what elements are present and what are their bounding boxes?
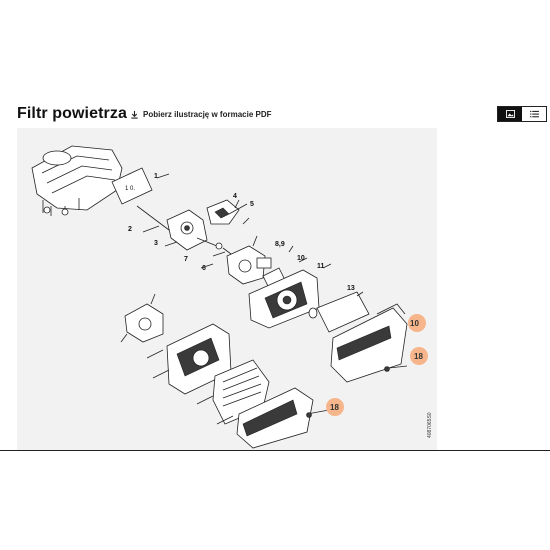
engine-block-drawing [31,145,123,216]
exploded-view-drawing: 1 0. [31,145,433,449]
page-header: Filtr powietrza Pobierz ilustrację w for… [0,100,550,130]
drawing-code: 4087065S0 [427,412,433,438]
list-icon [529,110,539,118]
filter-base-drawing [248,269,320,329]
hotspot-18-upper[interactable]: 18 [410,347,428,365]
screw-drawing [228,203,248,215]
carburetor-upper-drawing [222,235,272,285]
image-icon [505,110,515,118]
view-toggle [497,106,547,122]
gasket-drawing: 1 0. [111,167,153,205]
part-label-7: 7 [184,256,188,263]
part-label-1: 1 [154,173,158,180]
filter-cover-upper-drawing [330,303,408,383]
part-label-2: 2 [128,226,132,233]
clamp-drawing [206,199,240,225]
download-icon [131,110,138,119]
small-screw-drawing [196,237,218,247]
part-label-10: 10 [297,255,305,262]
part-label-13: 13 [347,285,355,292]
page-title: Filtr powietrza [17,105,127,122]
seal-ring-drawing [308,307,318,319]
download-pdf-link[interactable]: Pobierz ilustrację w formacie PDF [130,110,271,119]
part-label-8-9: 8,9 [275,241,285,248]
hotspot-label-18-lower: 18 [330,403,339,412]
list-view-button[interactable] [522,107,546,121]
carburetor-lower-drawing [120,293,164,343]
download-pdf-label: Pobierz ilustrację w formacie PDF [143,110,272,119]
part-label-4: 4 [233,193,237,200]
parts-diagram: 1 0. [17,128,437,450]
hotspot-label-10: 10 [410,319,419,328]
svg-text:1 0.: 1 0. [125,186,135,192]
intake-flange-drawing [166,209,208,251]
image-view-button[interactable] [498,107,522,121]
part-label-6: 6 [202,265,206,272]
bottom-divider [0,450,550,451]
part-label-3: 3 [154,240,158,247]
hotspot-label-18-upper: 18 [414,352,423,361]
part-label-5: 5 [250,201,254,208]
hotspot-18-lower[interactable]: 18 [326,398,344,416]
filter-cover-lower-drawing [236,387,314,449]
hotspot-10[interactable]: 10 [408,314,426,332]
filter-element-drawing [316,291,370,333]
part-label-11: 11 [317,263,325,270]
cover-screw-upper-drawing [388,365,408,369]
